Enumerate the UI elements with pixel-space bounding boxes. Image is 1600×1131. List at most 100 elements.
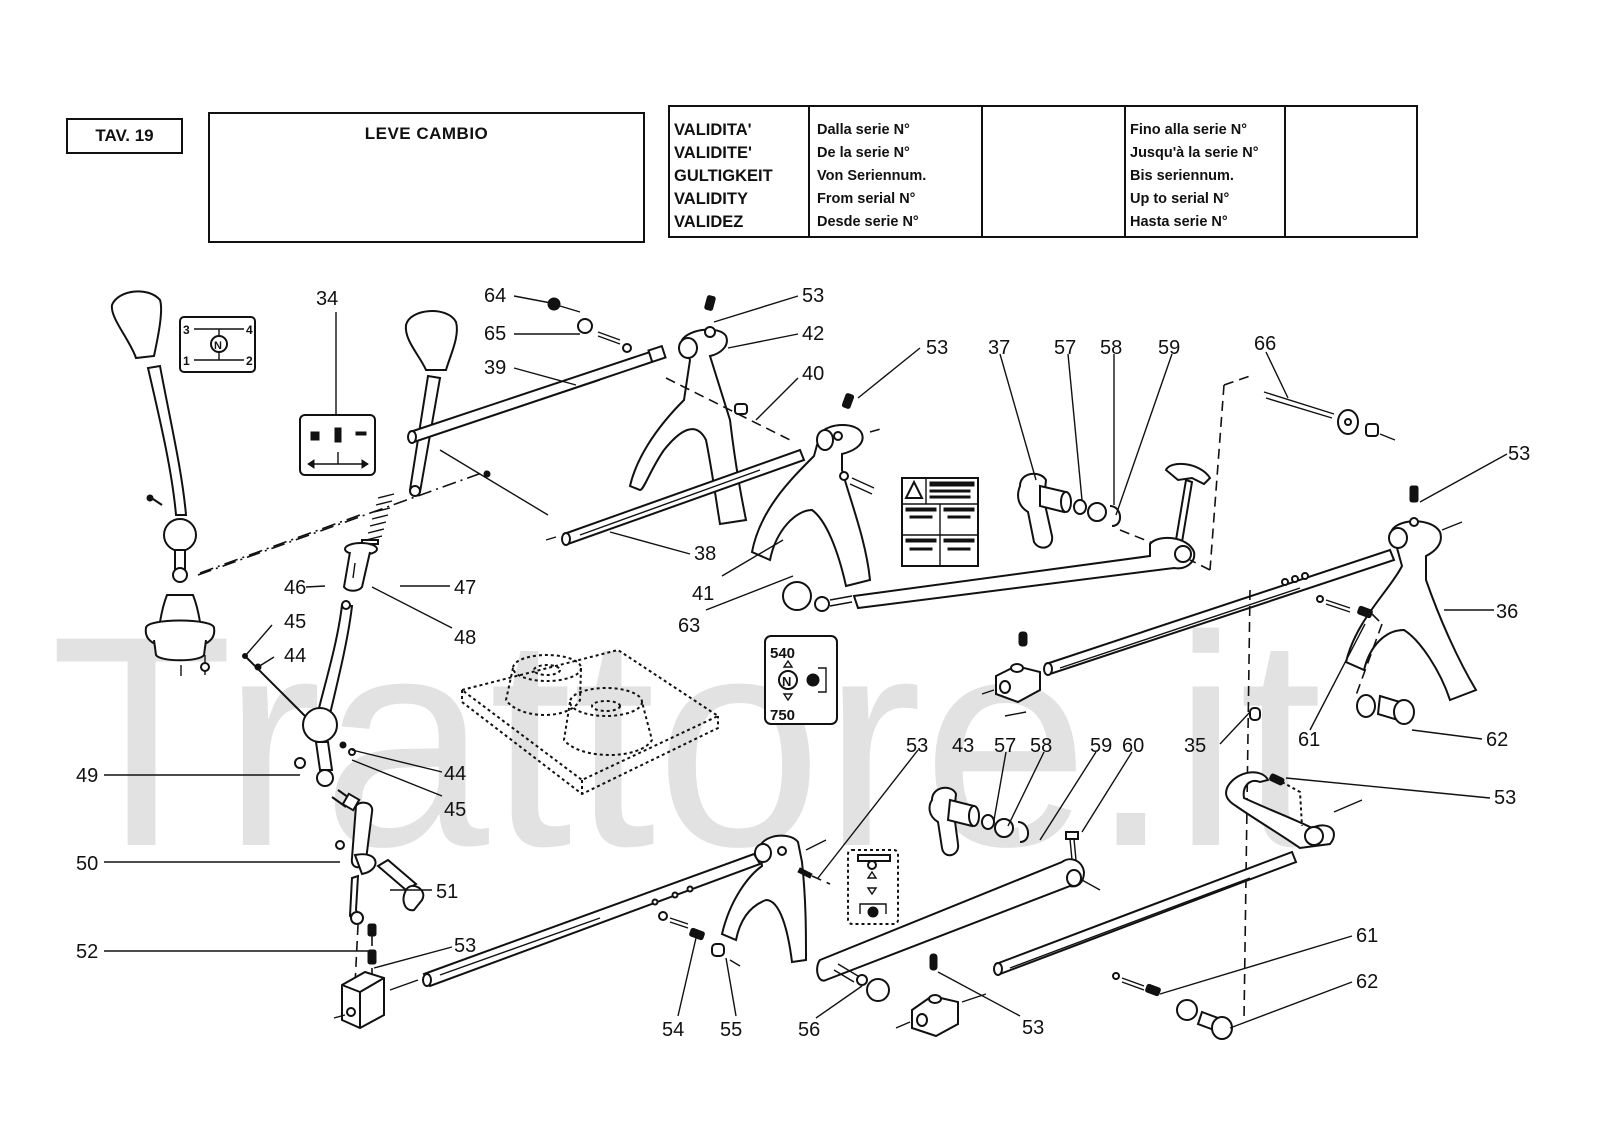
callout-58: 58 bbox=[1030, 735, 1052, 757]
from-serial-value bbox=[983, 107, 1126, 236]
from-serial-label: Dalla serie N° bbox=[817, 122, 910, 138]
to-serial-label: Hasta serie N° bbox=[1130, 214, 1228, 230]
validity-label: VALIDITY bbox=[674, 190, 748, 208]
bolt-64-assembly bbox=[547, 297, 632, 353]
callouts: 34 64 65 39 53 42 40 53 37 57 58 59 66 5… bbox=[76, 285, 1530, 1041]
callout-38: 38 bbox=[694, 543, 716, 565]
gear-pattern-4: 4 bbox=[246, 323, 253, 337]
shift-rod-39 bbox=[407, 344, 667, 444]
callout-44: 44 bbox=[284, 645, 306, 667]
callout-57: 57 bbox=[1054, 337, 1076, 359]
pin-35 bbox=[1249, 707, 1261, 721]
shift-fork-lower-left bbox=[720, 834, 831, 964]
gear-lever-left bbox=[110, 290, 216, 676]
callout-53: 53 bbox=[906, 735, 928, 757]
shift-rod-38 bbox=[545, 448, 806, 546]
from-serial-label: Von Seriennum. bbox=[817, 168, 927, 184]
watermark: Trattore.it bbox=[50, 573, 1324, 909]
callout-61: 61 bbox=[1298, 729, 1320, 751]
range-decal bbox=[299, 414, 376, 476]
callout-42: 42 bbox=[802, 323, 824, 345]
callout-36: 36 bbox=[1496, 601, 1518, 623]
alignment-line bbox=[869, 427, 885, 433]
callout-37: 37 bbox=[988, 337, 1010, 359]
callout-35: 35 bbox=[1184, 735, 1206, 757]
lever-37-assembly bbox=[1017, 472, 1171, 551]
validity-label: GULTIGKEIT bbox=[674, 167, 773, 185]
range-decal-lower bbox=[847, 849, 899, 925]
callout-47: 47 bbox=[454, 577, 476, 599]
to-serial-column: Fino alla serie N° Jusqu'à la serie N° B… bbox=[1126, 107, 1286, 236]
validity-table: VALIDITA' VALIDITE' GULTIGKEIT VALIDITY … bbox=[668, 105, 1418, 238]
shift-fork-lower-right bbox=[1225, 771, 1363, 850]
detent-assembly-lower-left bbox=[658, 911, 741, 967]
gear-pattern-2: 2 bbox=[246, 354, 253, 368]
callout-62: 62 bbox=[1356, 971, 1378, 993]
callout-53: 53 bbox=[802, 285, 824, 307]
shift-fork-42 bbox=[628, 295, 748, 526]
validity-label: VALIDEZ bbox=[674, 213, 744, 231]
gear-pattern-3: 3 bbox=[183, 323, 190, 337]
callout-61: 61 bbox=[1356, 925, 1378, 947]
detent-assembly-upper bbox=[1316, 595, 1415, 725]
housing-plate-reference bbox=[459, 648, 721, 796]
pto-speed-750: 750 bbox=[770, 707, 795, 724]
block-lower bbox=[895, 953, 987, 1038]
callout-49: 49 bbox=[76, 765, 98, 787]
alignment-line bbox=[197, 469, 491, 576]
callout-53: 53 bbox=[454, 935, 476, 957]
callout-54: 54 bbox=[662, 1019, 684, 1041]
from-serial-label: De la serie N° bbox=[817, 145, 910, 161]
callout-66: 66 bbox=[1254, 333, 1276, 355]
callout-60: 60 bbox=[1122, 735, 1144, 757]
callout-53: 53 bbox=[1022, 1017, 1044, 1039]
gear-lever-right bbox=[242, 310, 458, 1030]
gear-pattern-1: 1 bbox=[183, 354, 190, 368]
callout-58: 58 bbox=[1100, 337, 1122, 359]
callout-65: 65 bbox=[484, 323, 506, 345]
callout-59: 59 bbox=[1158, 337, 1180, 359]
pto-speed-540: 540 bbox=[770, 645, 795, 662]
callout-46: 46 bbox=[284, 577, 306, 599]
validity-label: VALIDITE' bbox=[674, 144, 752, 162]
plate-number: TAV. 19 bbox=[95, 126, 154, 145]
to-serial-label: Fino alla serie N° bbox=[1130, 122, 1248, 138]
alignment-line bbox=[439, 449, 549, 516]
to-serial-label: Bis seriennum. bbox=[1130, 168, 1234, 184]
callout-48: 48 bbox=[454, 627, 476, 649]
shift-rod-upper-right bbox=[1043, 548, 1396, 676]
callout-40: 40 bbox=[802, 363, 824, 385]
callout-57: 57 bbox=[994, 735, 1016, 757]
callout-50: 50 bbox=[76, 853, 98, 875]
to-serial-label: Jusqu'à la serie N° bbox=[1130, 145, 1259, 161]
alignment-line bbox=[665, 377, 791, 441]
callout-53: 53 bbox=[926, 337, 948, 359]
detent-assembly-lower-right bbox=[1112, 972, 1233, 1040]
callout-62: 62 bbox=[1486, 729, 1508, 751]
bolt-66-assembly bbox=[1263, 391, 1396, 441]
callout-44: 44 bbox=[444, 763, 466, 785]
callout-51: 51 bbox=[436, 881, 458, 903]
leader-lines bbox=[104, 295, 1508, 1029]
shift-rod-lower-right bbox=[993, 850, 1298, 976]
gear-pattern-neutral: N bbox=[214, 340, 222, 352]
callout-41: 41 bbox=[692, 583, 714, 605]
plate-number-box: TAV. 19 bbox=[66, 118, 183, 154]
title-box: LEVE CAMBIO bbox=[208, 112, 645, 243]
pto-speed-neutral: N bbox=[782, 674, 791, 689]
callout-55: 55 bbox=[720, 1019, 742, 1041]
pto-speed-decal: 540 N 750 bbox=[764, 635, 838, 725]
from-serial-label: From serial N° bbox=[817, 191, 916, 207]
callout-34: 34 bbox=[316, 288, 338, 310]
callout-45: 45 bbox=[284, 611, 306, 633]
from-serial-column: Dalla serie N° De la serie N° Von Serien… bbox=[810, 107, 983, 236]
callout-63: 63 bbox=[678, 615, 700, 637]
gear-pattern-decal: N 3 4 1 2 bbox=[179, 316, 256, 373]
validity-labels-column: VALIDITA' VALIDITE' GULTIGKEIT VALIDITY … bbox=[670, 107, 810, 236]
callout-53: 53 bbox=[1508, 443, 1530, 465]
callout-53: 53 bbox=[1494, 787, 1516, 809]
callout-64: 64 bbox=[484, 285, 506, 307]
callout-45: 45 bbox=[444, 799, 466, 821]
shift-fork-41 bbox=[750, 393, 875, 588]
